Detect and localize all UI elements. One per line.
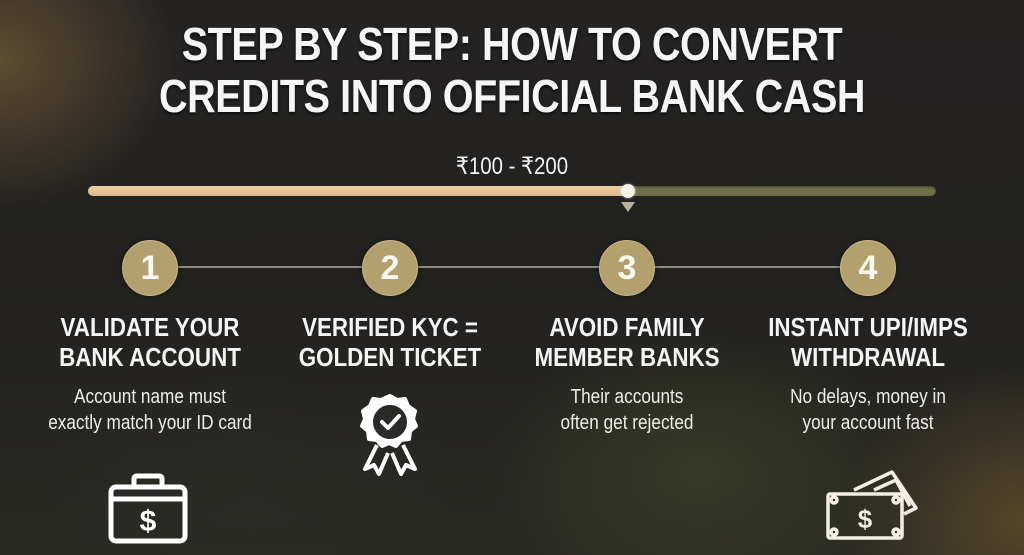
step-title-line-2: WITHDRAWAL [790, 342, 946, 372]
step-desc-line-1: Their accounts [570, 386, 684, 408]
step-1: 1 VALIDATE YOUR BANK ACCOUNT Account nam… [30, 240, 270, 436]
step-desc-line-2: often get rejected [560, 412, 694, 434]
step-4: 4 INSTANT UPI/IMPS WITHDRAWAL No delays,… [748, 240, 988, 436]
svg-text:$: $ [140, 505, 157, 538]
step-title-line-2: MEMBER BANKS [534, 342, 720, 372]
title-line-1: STEP BY STEP: HOW TO CONVERT [181, 18, 843, 70]
step-desc-line-2: exactly match your ID card [48, 412, 252, 434]
step-desc-line-1: No delays, money in [790, 386, 946, 408]
range-label: ₹100 - ₹200 [455, 153, 569, 180]
step-title-line-1: VERIFIED KYC = [302, 312, 478, 342]
step-number-badge: 4 [840, 240, 896, 296]
range-slider-thumb[interactable] [621, 184, 635, 198]
step-title: VERIFIED KYC = GOLDEN TICKET [287, 312, 493, 372]
step-2: 2 VERIFIED KYC = GOLDEN TICKET [270, 240, 510, 372]
range-slider-fill [88, 186, 628, 196]
step-number-badge: 2 [362, 240, 418, 296]
step-title: VALIDATE YOUR BANK ACCOUNT [47, 312, 253, 372]
step-desc-line-2: your account fast [802, 412, 934, 434]
step-number-badge: 1 [122, 240, 178, 296]
range-slider[interactable] [88, 184, 936, 212]
briefcase-dollar-icon: $ [106, 473, 190, 545]
title-line-2: CREDITS INTO OFFICIAL BANK CASH [158, 70, 866, 122]
step-number-badge: 3 [599, 240, 655, 296]
step-3: 3 AVOID FAMILY MEMBER BANKS Their accoun… [507, 240, 747, 436]
step-description: No delays, money in your account fast [765, 384, 971, 436]
step-title-line-1: AVOID FAMILY [549, 312, 705, 342]
steps-connector-line [176, 266, 866, 268]
step-title: AVOID FAMILY MEMBER BANKS [524, 312, 730, 372]
page-title: STEP BY STEP: HOW TO CONVERT CREDITS INT… [72, 18, 953, 122]
step-title-line-2: GOLDEN TICKET [298, 342, 482, 372]
step-title-line-1: INSTANT UPI/IMPS [768, 312, 968, 342]
cash-bills-icon: $ [824, 468, 920, 544]
award-ribbon-check-icon [357, 393, 423, 477]
step-title-line-1: VALIDATE YOUR [60, 312, 240, 342]
step-title-line-2: BANK ACCOUNT [59, 342, 241, 372]
svg-text:$: $ [858, 504, 873, 534]
step-description: Account name must exactly match your ID … [47, 384, 253, 436]
step-desc-line-1: Account name must [73, 386, 227, 408]
step-description: Their accounts often get rejected [524, 384, 730, 436]
triangle-marker-icon [621, 202, 635, 212]
step-title: INSTANT UPI/IMPS WITHDRAWAL [765, 312, 971, 372]
